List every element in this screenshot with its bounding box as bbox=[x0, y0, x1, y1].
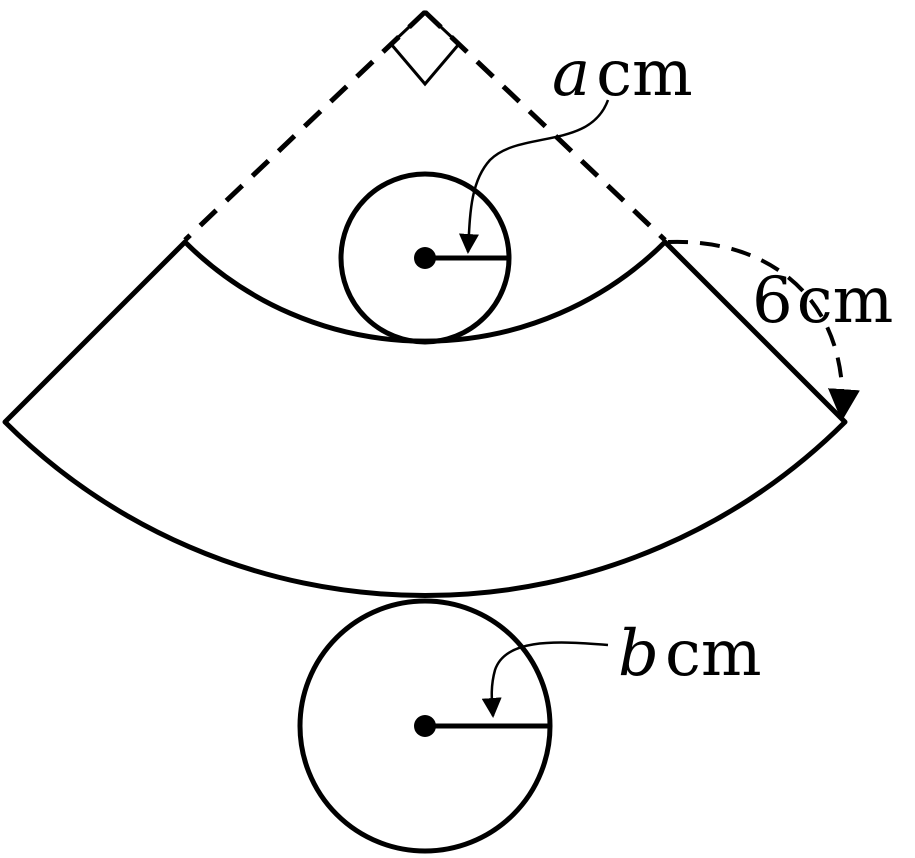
large-radius-leader bbox=[481, 641, 609, 718]
apex-left-dashed-edge bbox=[183, 10, 427, 242]
annular-sector bbox=[2, 239, 848, 599]
slant-dimension-arc bbox=[667, 239, 860, 422]
right-angle-marker bbox=[388, 9, 462, 87]
apex-right-dashed-edge bbox=[423, 10, 667, 242]
slant-length-label: 6cm bbox=[752, 264, 893, 338]
large-radius-label: bcm bbox=[618, 617, 762, 691]
small-radius-leader bbox=[458, 99, 610, 254]
small-radius-label: acm bbox=[552, 37, 693, 111]
